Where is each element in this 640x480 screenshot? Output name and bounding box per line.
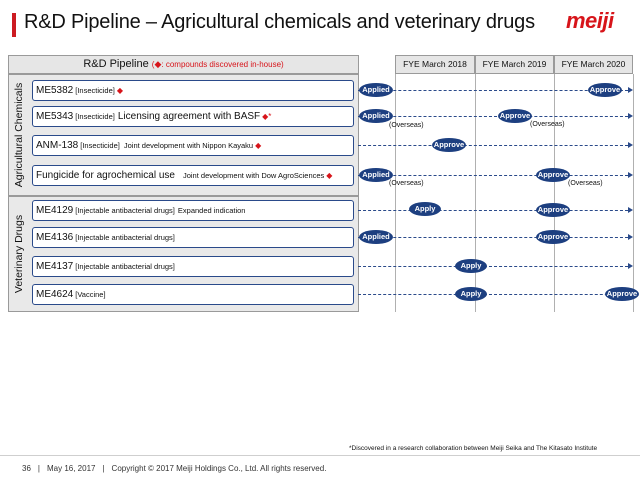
pipeline-row-me4136: ME4136 [Injectable antibacterial drugs]	[32, 227, 354, 248]
compound-name: ME4137	[36, 261, 74, 272]
milestone-approve: Approve	[536, 203, 570, 217]
footer-copyright: Copyright © 2017 Meiji Holdings Co., Ltd…	[111, 464, 327, 473]
year-header-2019: FYE March 2019	[475, 55, 554, 74]
year-header-2018: FYE March 2018	[395, 55, 475, 74]
compound-note: Licensing agreement with BASF	[117, 111, 261, 122]
compound-category: [Injectable antibacterial drugs]	[75, 262, 175, 271]
timeline-gridline	[633, 74, 634, 312]
pipeline-row-me5343: ME5343 [Insecticide] Licensing agreement…	[32, 106, 354, 127]
header-note-text: : compounds discovered in-house	[161, 60, 282, 69]
milestone-apply: Apply	[409, 202, 441, 216]
timeline-line	[358, 175, 628, 176]
timeline-line	[358, 210, 628, 211]
arrowhead-icon	[628, 207, 633, 213]
in-house-marker: ◆	[116, 86, 124, 95]
diamond-icon: ◆	[154, 59, 162, 69]
compound-name: ME4136	[36, 232, 74, 243]
meiji-logo: meiji	[566, 8, 614, 33]
timeline-gridline	[395, 74, 396, 312]
arrowhead-icon	[628, 113, 633, 119]
footnote: *Discovered in a research collaboration …	[349, 445, 598, 452]
arrowhead-icon	[628, 234, 633, 240]
milestone-apply: Apply	[455, 259, 487, 273]
milestone-applied: Applied	[359, 83, 393, 97]
compound-name: ME5343	[36, 111, 74, 122]
compound-category: [Insecticide]	[75, 86, 115, 95]
compound-name: ANM-138	[36, 140, 79, 151]
in-house-marker: ◆	[326, 171, 333, 180]
pipeline-header-label: R&D Pipeline	[83, 58, 149, 70]
arrowhead-icon	[628, 87, 633, 93]
arrowhead-icon	[628, 263, 633, 269]
compound-note: Joint development with Nippon Kayaku	[123, 141, 254, 150]
compound-note: Expanded indication	[177, 206, 246, 215]
pipeline-row-anm138: ANM-138 [Insecticide] Joint development …	[32, 135, 354, 156]
compound-category: [Injectable antibacterial drugs]	[75, 206, 175, 215]
compound-category: [Injectable antibacterial drugs]	[75, 233, 175, 242]
milestone-approve: Approve	[536, 230, 570, 244]
milestone-applied: Applied	[359, 109, 393, 123]
arrowhead-icon	[628, 142, 633, 148]
in-house-marker: ◆*	[262, 112, 272, 121]
timeline-gridline	[475, 74, 476, 312]
pipeline-row-fungicide: Fungicide for agrochemical use Joint dev…	[32, 165, 354, 186]
pipeline-row-me4129: ME4129 [Injectable antibacterial drugs] …	[32, 200, 354, 221]
compound-category: [Insecticide]	[80, 141, 120, 150]
milestone-apply: Apply	[455, 287, 487, 301]
compound-name: Fungicide for agrochemical use	[36, 170, 175, 181]
timeline-line	[358, 237, 628, 238]
compound-name: ME4624	[36, 289, 74, 300]
group-label-text: Agricultural Chemicals	[13, 82, 26, 188]
compound-note: Joint development with Dow AgroSciences	[182, 171, 325, 180]
overseas-note: (Overseas)	[389, 122, 424, 129]
pipeline-header-note: (◆: compounds discovered in-house)	[151, 59, 284, 69]
timeline-gridline	[554, 74, 555, 312]
compound-category: [Insecticide]	[75, 112, 115, 121]
milestone-applied: Applied	[359, 230, 393, 244]
footer: 36|May 16, 2017|Copyright © 2017 Meiji H…	[22, 464, 327, 473]
page-number: 36	[22, 464, 31, 473]
milestone-approve: Approve	[536, 168, 570, 182]
milestone-approve: Approve	[498, 109, 532, 123]
milestone-approve: Approve	[588, 83, 622, 97]
timeline-line	[358, 294, 628, 295]
arrowhead-icon	[628, 172, 633, 178]
in-house-marker: ◆	[255, 141, 262, 150]
compound-name: ME4129	[36, 205, 74, 216]
footer-date: May 16, 2017	[46, 464, 96, 473]
compound-name: ME5382	[36, 85, 74, 96]
pipeline-row-me5382: ME5382 [Insecticide] ◆	[32, 80, 354, 101]
footer-divider	[0, 455, 640, 456]
group-label-agricultural: Agricultural Chemicals	[8, 74, 30, 196]
title-accent-bar	[12, 13, 16, 37]
group-label-veterinary: Veterinary Drugs	[8, 196, 30, 312]
year-header-2020: FYE March 2020	[554, 55, 633, 74]
overseas-note: (Overseas)	[568, 180, 603, 187]
timeline-line	[358, 266, 628, 267]
compound-category: [Vaccine]	[75, 290, 106, 299]
group-label-text: Veterinary Drugs	[13, 214, 26, 294]
overseas-note: (Overseas)	[530, 121, 565, 128]
timeline-line	[358, 116, 628, 117]
milestone-approve: Approve	[605, 287, 639, 301]
timeline-line	[358, 145, 628, 146]
milestone-approve: Approve	[432, 138, 466, 152]
milestone-applied: Applied	[359, 168, 393, 182]
overseas-note: (Overseas)	[389, 180, 424, 187]
pipeline-row-me4137: ME4137 [Injectable antibacterial drugs]	[32, 256, 354, 277]
page-title: R&D Pipeline – Agricultural chemicals an…	[24, 11, 535, 33]
timeline-line	[358, 90, 628, 91]
pipeline-table-header: R&D Pipeline (◆: compounds discovered in…	[8, 55, 359, 74]
pipeline-row-me4624: ME4624 [Vaccine]	[32, 284, 354, 305]
